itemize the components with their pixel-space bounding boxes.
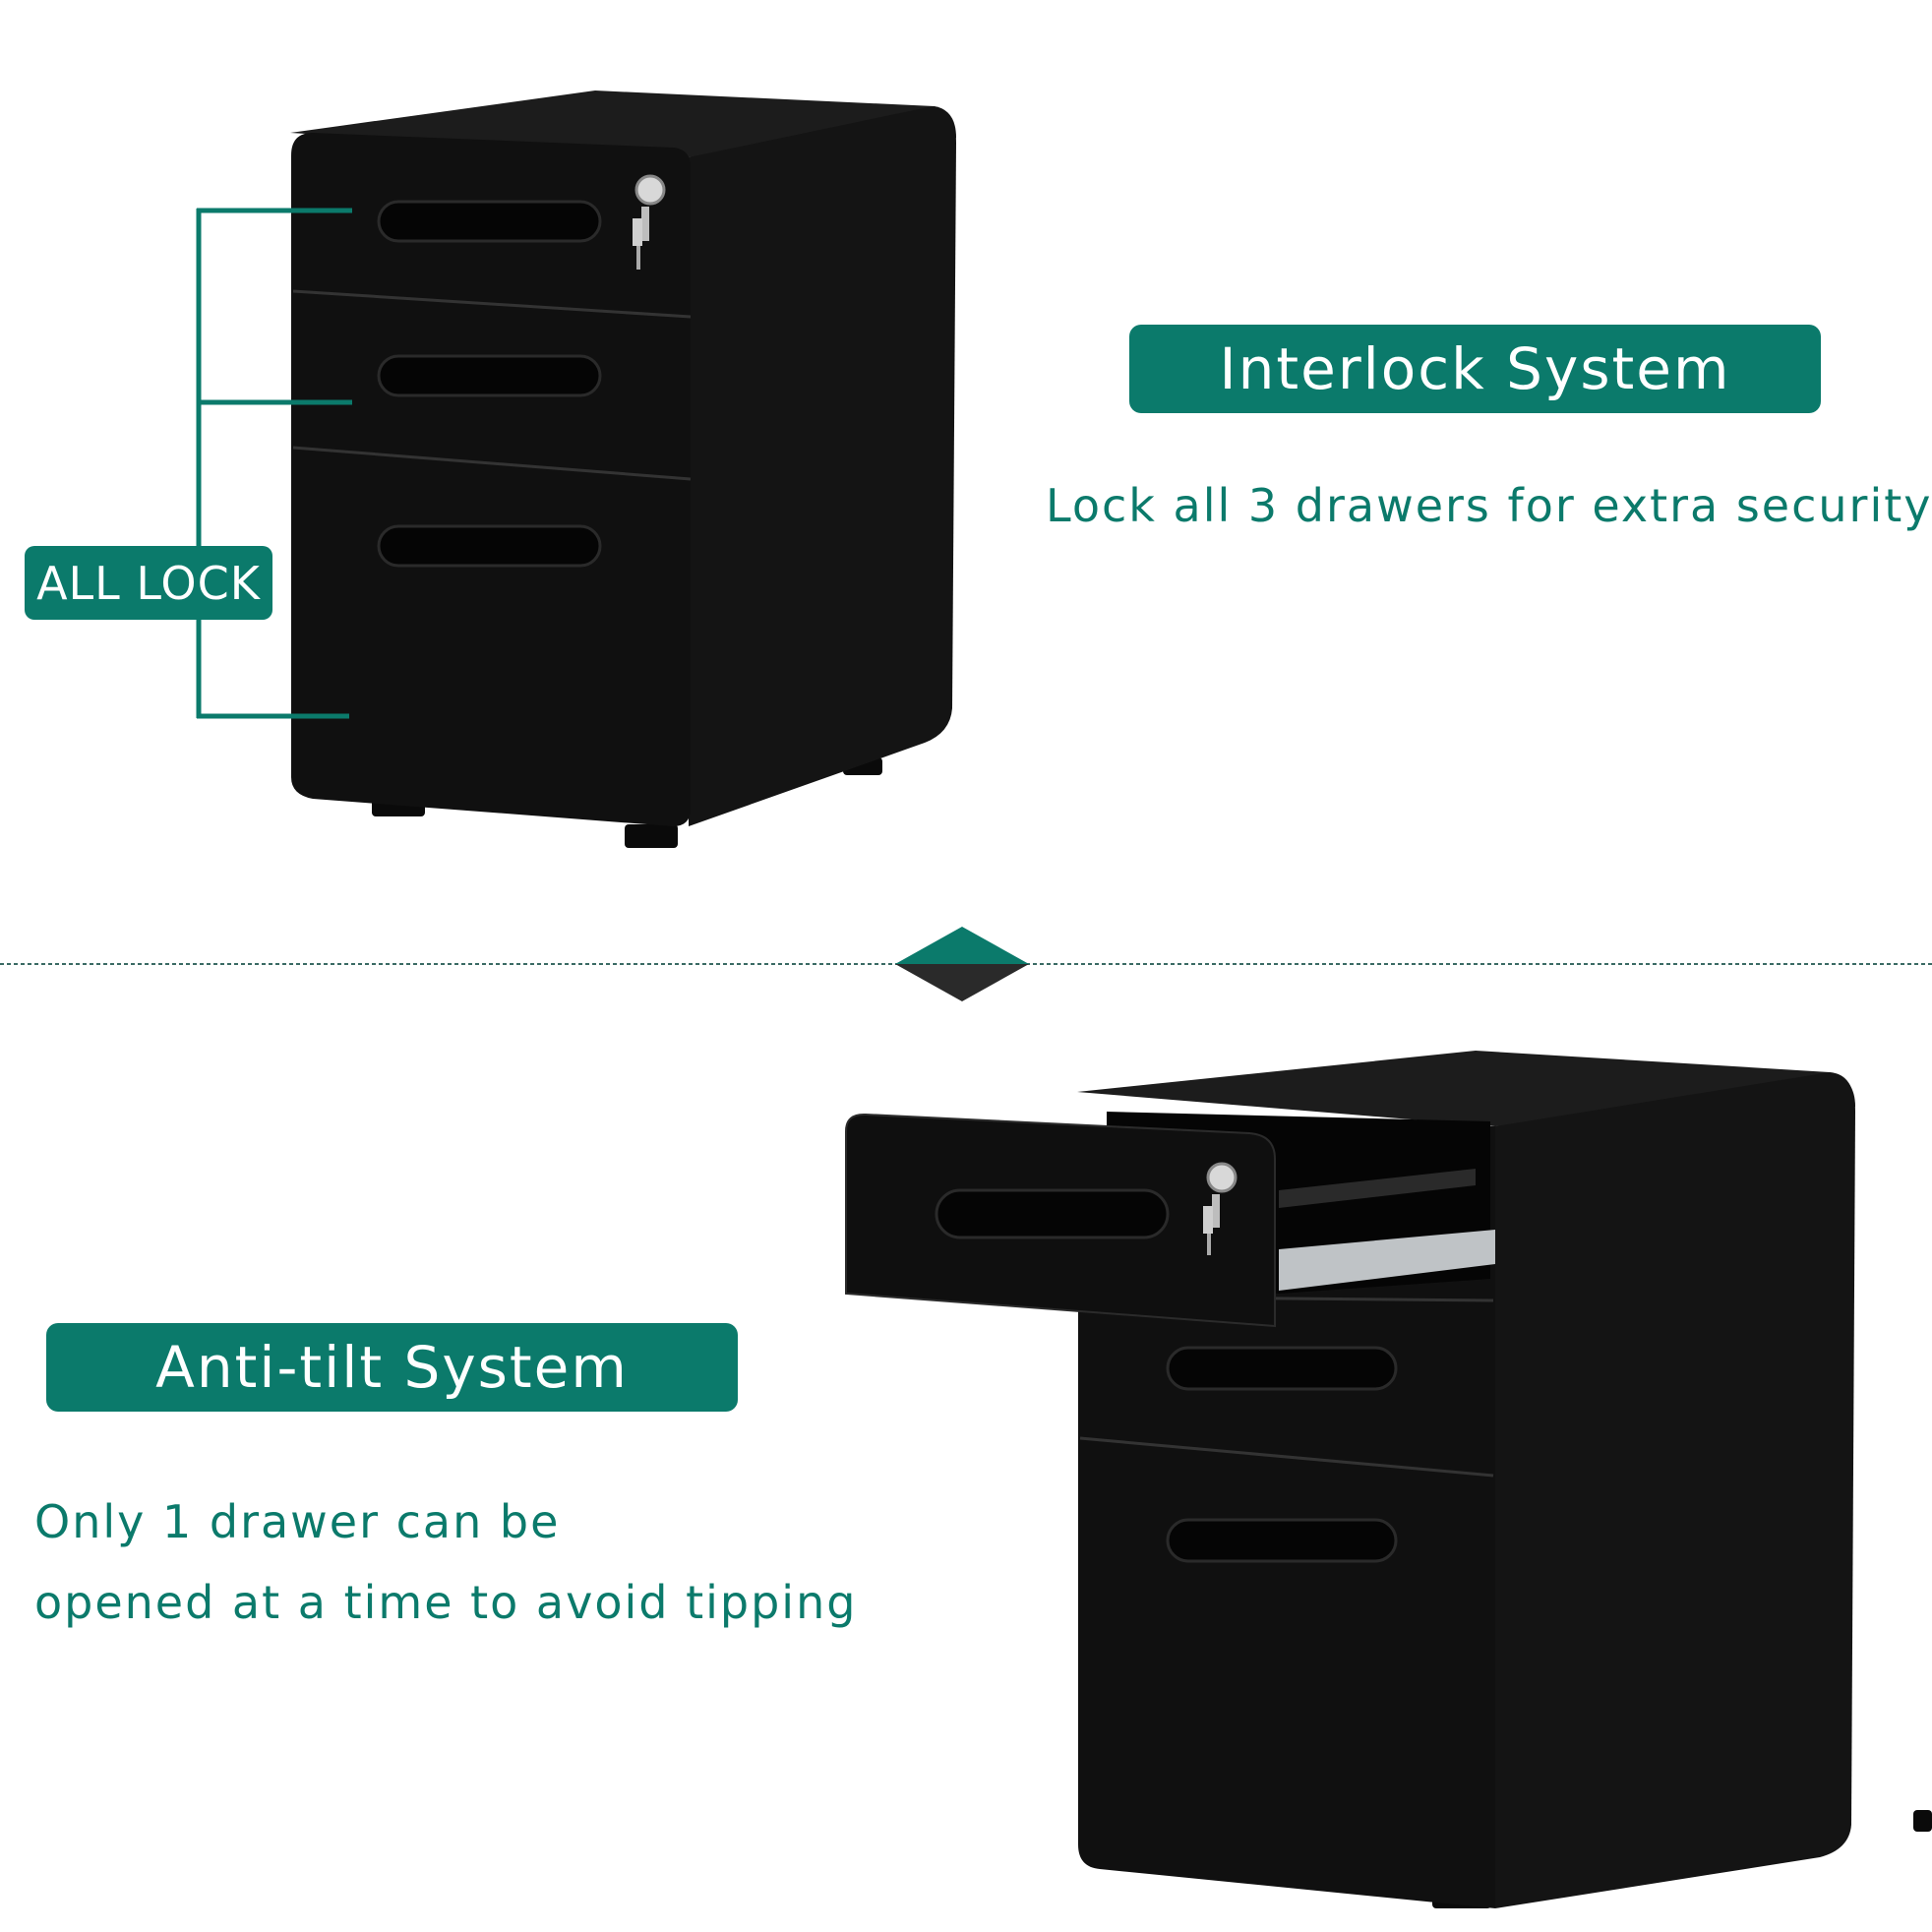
antitilt-title: Anti-tilt System [46, 1323, 738, 1412]
antitilt-description-line2: opened at a time to avoid tipping [34, 1576, 858, 1629]
lock-key-icon [633, 174, 666, 270]
cabinet-foot [1913, 1810, 1932, 1832]
drawer-handle [1166, 1518, 1398, 1563]
cabinet-side [689, 106, 956, 826]
interlock-title: Interlock System [1129, 325, 1821, 413]
drawer-handle [935, 1188, 1170, 1239]
all-lock-bracket [196, 208, 352, 719]
interlock-description: Lock all 3 drawers for extra security [1046, 479, 1932, 532]
drawer-seam [292, 289, 692, 319]
drawer-handle [377, 200, 602, 243]
cabinet-front [291, 133, 691, 826]
cabinet-front [1078, 1126, 1495, 1908]
drawer-rail [1279, 1169, 1476, 1208]
drawer-seam [1079, 1436, 1494, 1478]
lock-key-icon [1203, 1162, 1238, 1255]
divider-diamond-icon [895, 927, 1029, 1001]
antitilt-description-line1: Only 1 drawer can be [34, 1495, 561, 1548]
cabinet-foot [625, 824, 678, 848]
cabinet-open [845, 1051, 1932, 1908]
drawer-handle [377, 354, 602, 397]
drawer-handle [1166, 1346, 1398, 1391]
cabinet-side [1495, 1072, 1855, 1908]
all-lock-badge: ALL LOCK [25, 546, 272, 620]
drawer-seam [292, 446, 692, 481]
drawer-rail [1279, 1230, 1495, 1291]
drawer-handle [377, 524, 602, 568]
cabinet-closed [290, 91, 956, 848]
